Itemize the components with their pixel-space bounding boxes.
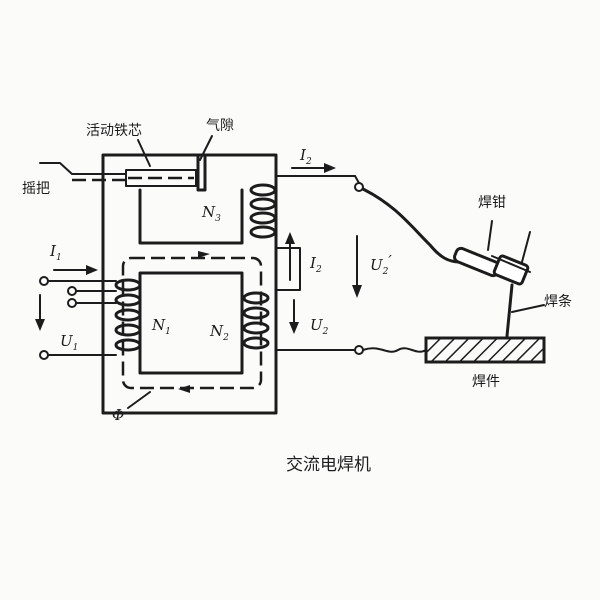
label-electrode: 焊条	[544, 293, 572, 310]
i2-top-arrow-head	[324, 163, 336, 173]
label-air-gap: 气隙	[206, 118, 234, 134]
symbol-flux: Φ	[112, 406, 124, 424]
symbol-u2: U2	[310, 316, 329, 337]
coil-link-wire	[275, 247, 301, 291]
handle-shaft	[39, 162, 127, 175]
diagram-caption: 交流电焊机	[286, 455, 371, 475]
u2prime-arrow-head	[352, 285, 362, 298]
electrode-holder	[453, 246, 531, 286]
symbol-i2-side: I2	[309, 254, 322, 275]
symbol-n2: N2	[209, 322, 229, 343]
electrode-upper-tip	[521, 231, 531, 263]
welding-cable-top	[361, 187, 462, 264]
symbol-i2-top: I2	[299, 146, 312, 167]
symbol-n3: N3	[201, 203, 221, 224]
reactor-coil	[249, 183, 277, 239]
output-terminal-bottom	[354, 345, 364, 355]
i2-side-arrow-head	[285, 232, 295, 244]
electrode-rod	[505, 283, 514, 338]
welding-cable-bottom	[362, 347, 427, 353]
flux-loop	[121, 256, 263, 390]
holder-label-leader	[487, 220, 493, 251]
label-electrode-holder: 焊钳	[478, 195, 506, 211]
label-handle: 摇把	[22, 181, 50, 197]
u2-arrow-head	[289, 322, 299, 334]
symbol-u1: U1	[60, 332, 78, 353]
movable-core-bar	[125, 169, 197, 187]
terminal-stub	[354, 175, 360, 184]
core-outer-outline	[101, 153, 278, 415]
label-movable-core: 活动铁芯	[86, 123, 142, 139]
flux-arrow-top	[198, 251, 210, 258]
core-lower-window	[138, 271, 244, 375]
movable-core-window	[138, 188, 244, 245]
workpiece-block	[424, 336, 546, 364]
symbol-u2-prime: U2′	[370, 252, 392, 277]
electrode-label-leader	[511, 304, 545, 313]
primary-leads	[39, 276, 117, 360]
i1-arrow-head	[86, 265, 98, 275]
secondary-coil	[242, 291, 270, 350]
primary-coil	[114, 278, 142, 352]
air-gap-slot	[196, 153, 207, 192]
movable-core-leader	[137, 139, 151, 167]
label-workpiece: 焊件	[472, 374, 500, 390]
flux-arrow-bottom	[178, 385, 190, 393]
u1-arrow-head	[35, 319, 45, 331]
symbol-n1: N1	[151, 316, 171, 337]
air-gap-leader	[199, 135, 213, 161]
flux-pointer	[127, 391, 151, 409]
symbol-i1: I1	[49, 242, 62, 263]
